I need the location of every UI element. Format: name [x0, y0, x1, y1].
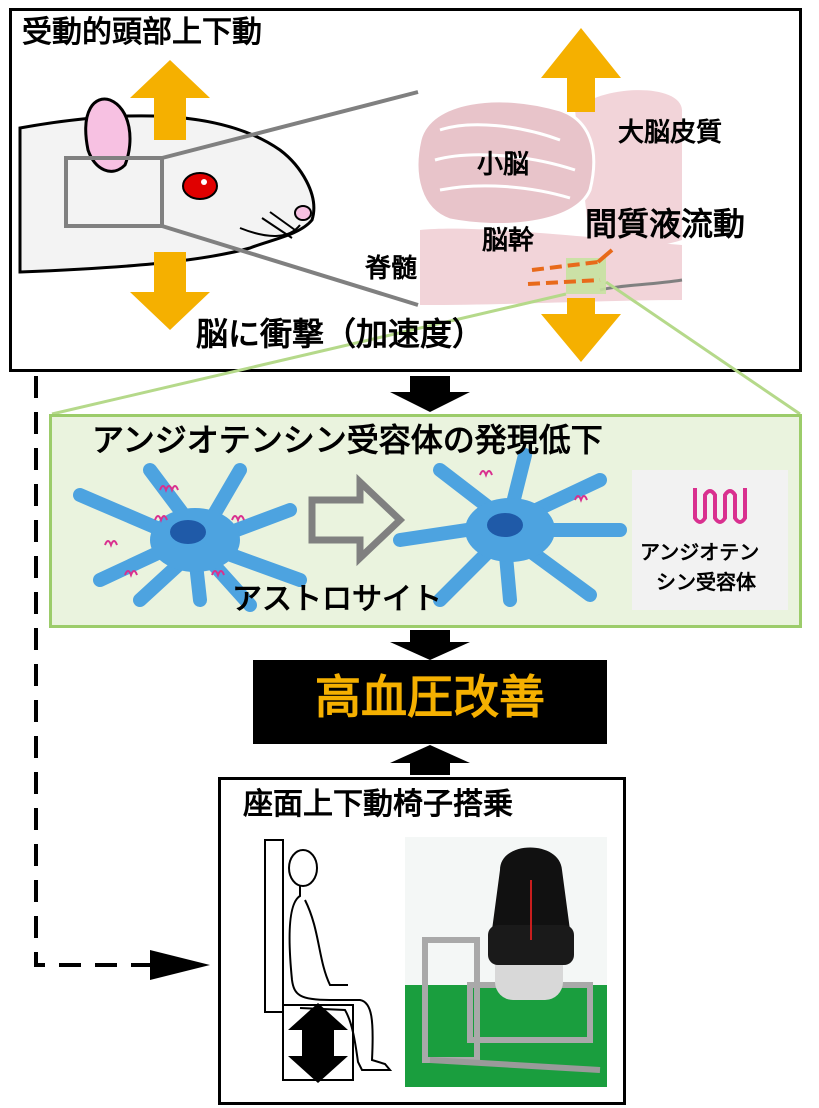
mouse-nose — [294, 205, 312, 221]
mouse-eye — [182, 172, 218, 200]
mouse-chin-line — [239, 224, 301, 237]
brain-cortex — [575, 90, 682, 249]
legend-box — [632, 470, 788, 610]
label-spinal-cord: 脊髄 — [365, 254, 418, 284]
middle-panel-title: アンジオテンシン受容体の発現低下 — [92, 421, 603, 459]
zoom-box — [64, 156, 164, 228]
seat-motion-arrow — [288, 1003, 348, 1083]
dashed-path — [34, 376, 150, 967]
label-brain-impact: 脳に衝撃（加速度） — [196, 315, 485, 353]
receptor-marks — [104, 485, 245, 578]
chair-photo — [405, 837, 607, 1087]
head-motion-arrow-up — [130, 60, 210, 140]
result-box — [253, 660, 607, 744]
top-panel-title: 受動的頭部上下動 — [22, 15, 262, 50]
label-cerebral-cortex: 大脳皮質 — [618, 118, 723, 148]
change-arrow — [308, 473, 406, 567]
bottom-panel-title: 座面上下動椅子搭乗 — [243, 787, 513, 822]
chair-back — [264, 839, 284, 1013]
legend-text-line1: アンジオテン — [640, 540, 760, 564]
receptor-legend-icon — [693, 488, 747, 524]
astrocyte-after — [393, 448, 627, 607]
brain-motion-arrow-down — [541, 298, 621, 362]
head-motion-arrow-down — [130, 252, 210, 330]
mouse-ear — [84, 97, 132, 173]
astrocyte-label: アストロサイト — [232, 582, 442, 617]
result-text: 高血圧改善 — [315, 670, 545, 724]
seated-person-icon — [288, 849, 393, 1071]
interstitial-flow-dash — [527, 260, 601, 286]
astrocyte-before — [73, 463, 307, 612]
label-cerebellum: 小脳 — [477, 150, 530, 180]
legend-text-line2: シン受容体 — [656, 570, 756, 594]
brain-motion-arrow-up — [541, 28, 621, 112]
flow-arrow-1 — [390, 376, 470, 412]
label-interstitial-flow: 間質液流動 — [585, 205, 746, 243]
flow-arrow-2 — [390, 630, 470, 660]
dashed-arrow-head — [150, 950, 210, 980]
label-brainstem: 脳幹 — [482, 226, 535, 256]
flow-arrow-3 — [390, 745, 470, 775]
